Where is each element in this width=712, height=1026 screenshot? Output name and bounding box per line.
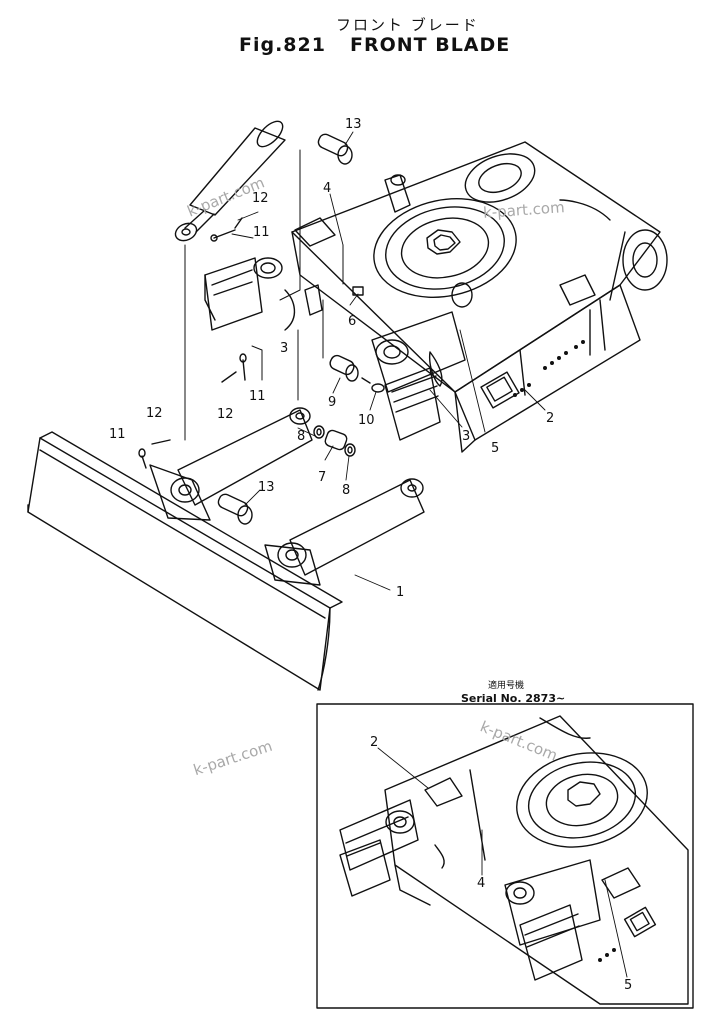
pin-13-upper [316, 132, 352, 164]
inset-callout-5: 5 [624, 978, 633, 993]
serial-label-japanese: 適用号機 [488, 681, 525, 691]
blade-pivot-bracket-left [205, 258, 294, 330]
ring-8-left [314, 426, 324, 438]
callout-13-upper: 13 [345, 117, 362, 132]
callout-12-middle: 12 [217, 407, 234, 422]
blade-cylinder [173, 117, 287, 244]
callout-11-lower: 11 [109, 427, 126, 442]
bushing-7 [324, 429, 348, 451]
bolt-10 [362, 378, 384, 392]
callout-12-lower: 12 [146, 406, 163, 421]
dozer-blade [28, 432, 342, 690]
callout-13-lower: 13 [258, 480, 275, 495]
callout-8-right: 8 [342, 483, 351, 498]
pin-11-12-set [139, 218, 322, 468]
callout-2: 2 [546, 411, 555, 426]
callout-11-middle: 11 [249, 389, 266, 404]
track-frame [292, 142, 667, 452]
callout-9: 9 [328, 395, 337, 410]
inset-callout-2: 2 [370, 735, 379, 750]
blade-arm-right [278, 479, 424, 575]
callout-7: 7 [318, 470, 327, 485]
callout-3-right: 3 [462, 429, 471, 444]
callout-3-left: 3 [280, 341, 289, 356]
blade-pivot-bracket-right [372, 312, 465, 440]
inset-callout-4: 4 [477, 876, 486, 891]
pin-13-lower [216, 492, 252, 524]
title-japanese: フロント ブレード [336, 16, 479, 34]
figure-number: Fig.821 [239, 34, 326, 56]
serial-inset-frame [317, 704, 693, 1008]
figure-name: FRONT BLADE [349, 34, 511, 56]
serial-number-label: Serial No. 2873~ [461, 692, 566, 705]
callout-4: 4 [323, 181, 332, 196]
callout-12-upper: 12 [252, 191, 269, 206]
callout-10: 10 [358, 413, 375, 428]
bolt-6 [353, 287, 363, 295]
callout-1: 1 [396, 585, 405, 600]
figure-title: Fig.821 FRONT BLADE [239, 34, 510, 56]
callout-6: 6 [348, 314, 357, 329]
assembly-lines [185, 150, 343, 440]
ring-8-right [345, 444, 355, 456]
blade-arm-left [171, 408, 312, 505]
callout-8-left: 8 [297, 429, 306, 444]
callout-5: 5 [491, 441, 500, 456]
inset-drawing [340, 716, 688, 1004]
swing-circle [365, 186, 526, 310]
callout-leaders [232, 132, 545, 590]
pin-9 [328, 354, 358, 381]
callout-11-upper: 11 [253, 225, 270, 240]
